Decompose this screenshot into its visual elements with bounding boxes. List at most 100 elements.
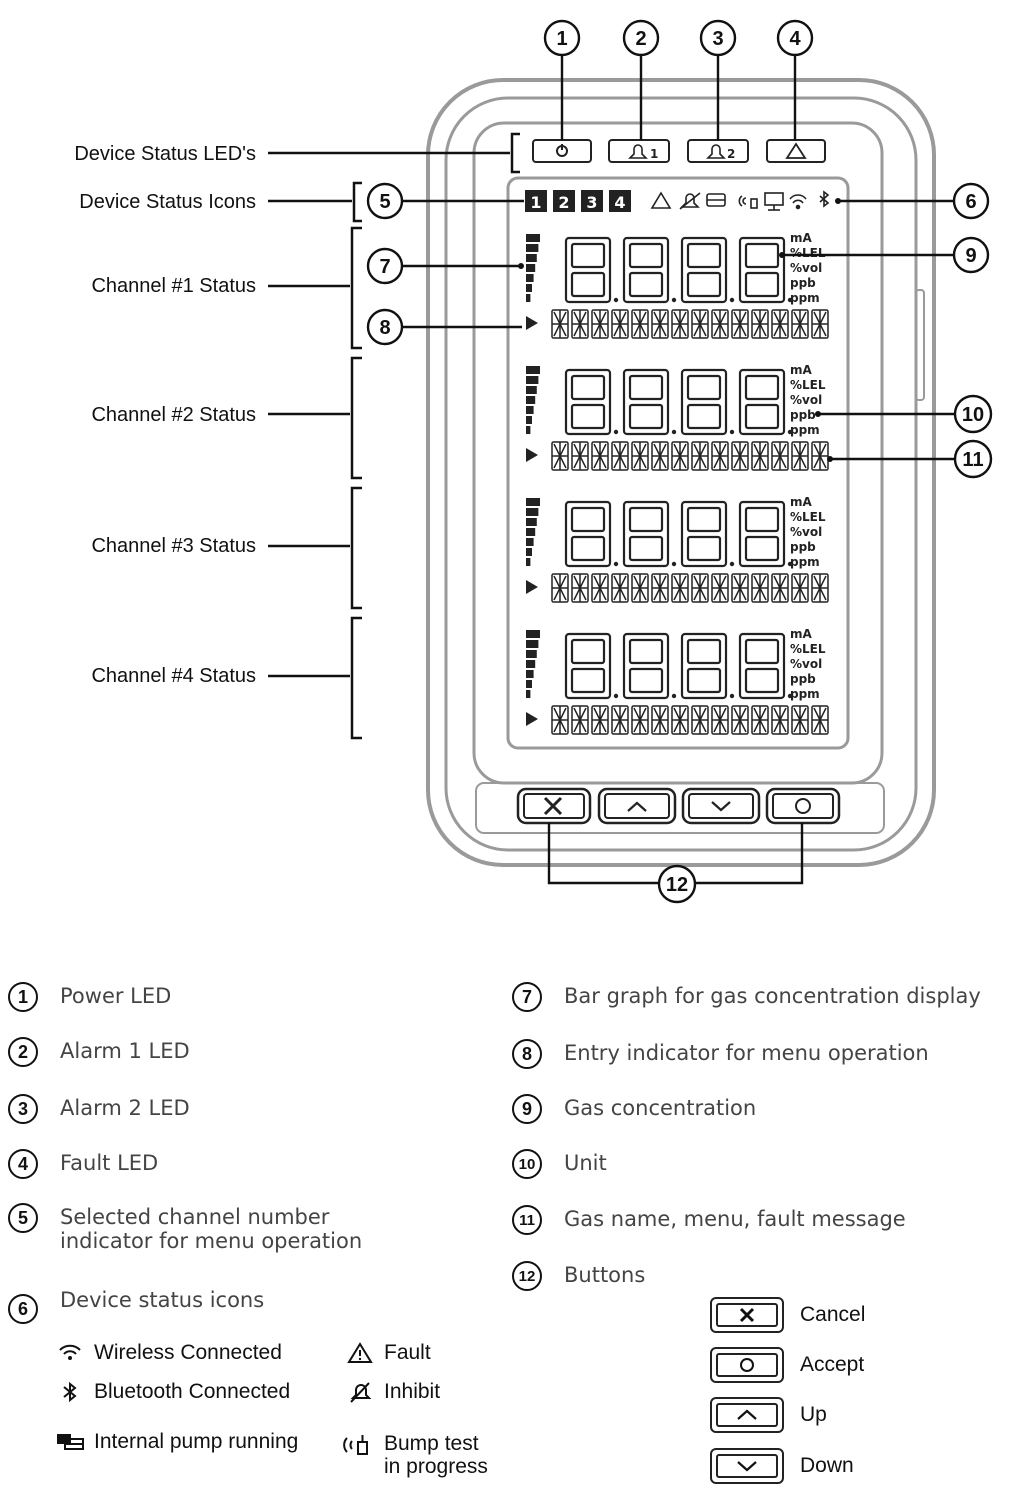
unit-label: ppm	[790, 423, 820, 437]
gas-concentration-digits	[564, 500, 786, 568]
svg-text:2: 2	[558, 193, 569, 212]
device-down-button	[681, 787, 761, 825]
svg-text:3: 3	[586, 193, 597, 212]
unit-label: %vol	[790, 393, 822, 407]
unit-label: %LEL	[790, 642, 826, 656]
gas-name-segments	[551, 573, 829, 603]
unit-label: %LEL	[790, 378, 826, 392]
bar-graph	[526, 366, 540, 434]
svg-text:2: 2	[635, 28, 646, 50]
svg-text:9: 9	[965, 245, 976, 267]
label-channel2: Channel #2 Status	[91, 404, 256, 426]
label-channel1: Channel #1 Status	[91, 275, 256, 297]
status-icon-inhibit: Inhibit	[340, 1380, 440, 1404]
unit-label: %vol	[790, 261, 822, 275]
unit-label: mA	[790, 363, 813, 377]
wifi-icon	[50, 1343, 90, 1363]
gas-concentration-digits	[564, 368, 786, 436]
svg-text:3: 3	[712, 28, 723, 50]
legend-down: Down	[710, 1448, 854, 1484]
unit-label: ppb	[790, 408, 816, 422]
device-outer-frame	[426, 78, 936, 867]
svg-text:10: 10	[962, 404, 984, 426]
entry-indicator-icon	[526, 316, 538, 330]
svg-text:6: 6	[965, 191, 976, 213]
unit-label: %LEL	[790, 246, 826, 260]
gas-name-segments	[551, 441, 829, 471]
svg-text:7: 7	[379, 256, 390, 278]
gas-name-segments	[551, 705, 829, 735]
top-callouts: 1 2 3 4	[543, 19, 814, 140]
label-channel3: Channel #3 Status	[91, 535, 256, 557]
svg-text:12: 12	[666, 874, 688, 896]
legend-cancel: Cancel	[710, 1297, 865, 1333]
unit-label: ppb	[790, 540, 816, 554]
svg-text:4: 4	[614, 193, 625, 212]
unit-label: %vol	[790, 525, 822, 539]
legend-accept: Accept	[710, 1347, 864, 1383]
unit-label: ppm	[790, 291, 820, 305]
channel-number-boxes: 1 2 3 4	[525, 190, 631, 212]
entry-indicator-icon	[526, 448, 538, 462]
gas-concentration-digits	[564, 632, 786, 700]
bar-graph	[526, 630, 540, 698]
lcd-status-icons	[650, 190, 830, 211]
fault-icon	[340, 1342, 380, 1364]
inhibit-icon	[340, 1380, 380, 1404]
bar-graph	[526, 234, 540, 302]
entry-indicator-icon	[526, 712, 538, 726]
svg-text:1: 1	[650, 147, 658, 161]
unit-label: ppm	[790, 555, 820, 569]
up-icon	[716, 1403, 778, 1427]
status-icon-bluetooth: Bluetooth Connected	[50, 1380, 290, 1404]
gas-name-segments	[551, 309, 829, 339]
label-status-leds: Device Status LED's	[74, 143, 256, 165]
status-icon-wifi: Wireless Connected	[50, 1341, 282, 1365]
lcd-screen	[506, 176, 850, 750]
cancel-icon	[716, 1303, 778, 1327]
label-status-icons: Device Status Icons	[79, 191, 256, 213]
unit-label: ppb	[790, 672, 816, 686]
unit-label: ppm	[790, 687, 820, 701]
entry-indicator-icon	[526, 580, 538, 594]
svg-text:2: 2	[727, 147, 735, 161]
unit-label: mA	[790, 231, 813, 245]
led-row	[532, 139, 826, 163]
svg-text:11: 11	[962, 449, 983, 471]
device-cancel-button	[516, 787, 592, 825]
status-icon-fault: Fault	[340, 1341, 431, 1365]
svg-text:1: 1	[530, 193, 541, 212]
unit-label: ppb	[790, 276, 816, 290]
svg-text:4: 4	[789, 28, 801, 50]
legend-up: Up	[710, 1397, 827, 1433]
accept-icon	[716, 1353, 778, 1377]
label-channel4: Channel #4 Status	[91, 665, 256, 687]
unit-label: %vol	[790, 657, 822, 671]
svg-text:8: 8	[379, 317, 390, 339]
pump-icon	[50, 1432, 90, 1452]
down-icon	[716, 1454, 778, 1478]
device-inner-frame	[444, 96, 918, 852]
unit-label: mA	[790, 495, 813, 509]
status-icon-pump: Internal pump running	[50, 1430, 298, 1454]
unit-label: %LEL	[790, 510, 826, 524]
unit-label: mA	[790, 627, 813, 641]
side-slot	[915, 289, 925, 401]
device-up-button	[597, 787, 677, 825]
